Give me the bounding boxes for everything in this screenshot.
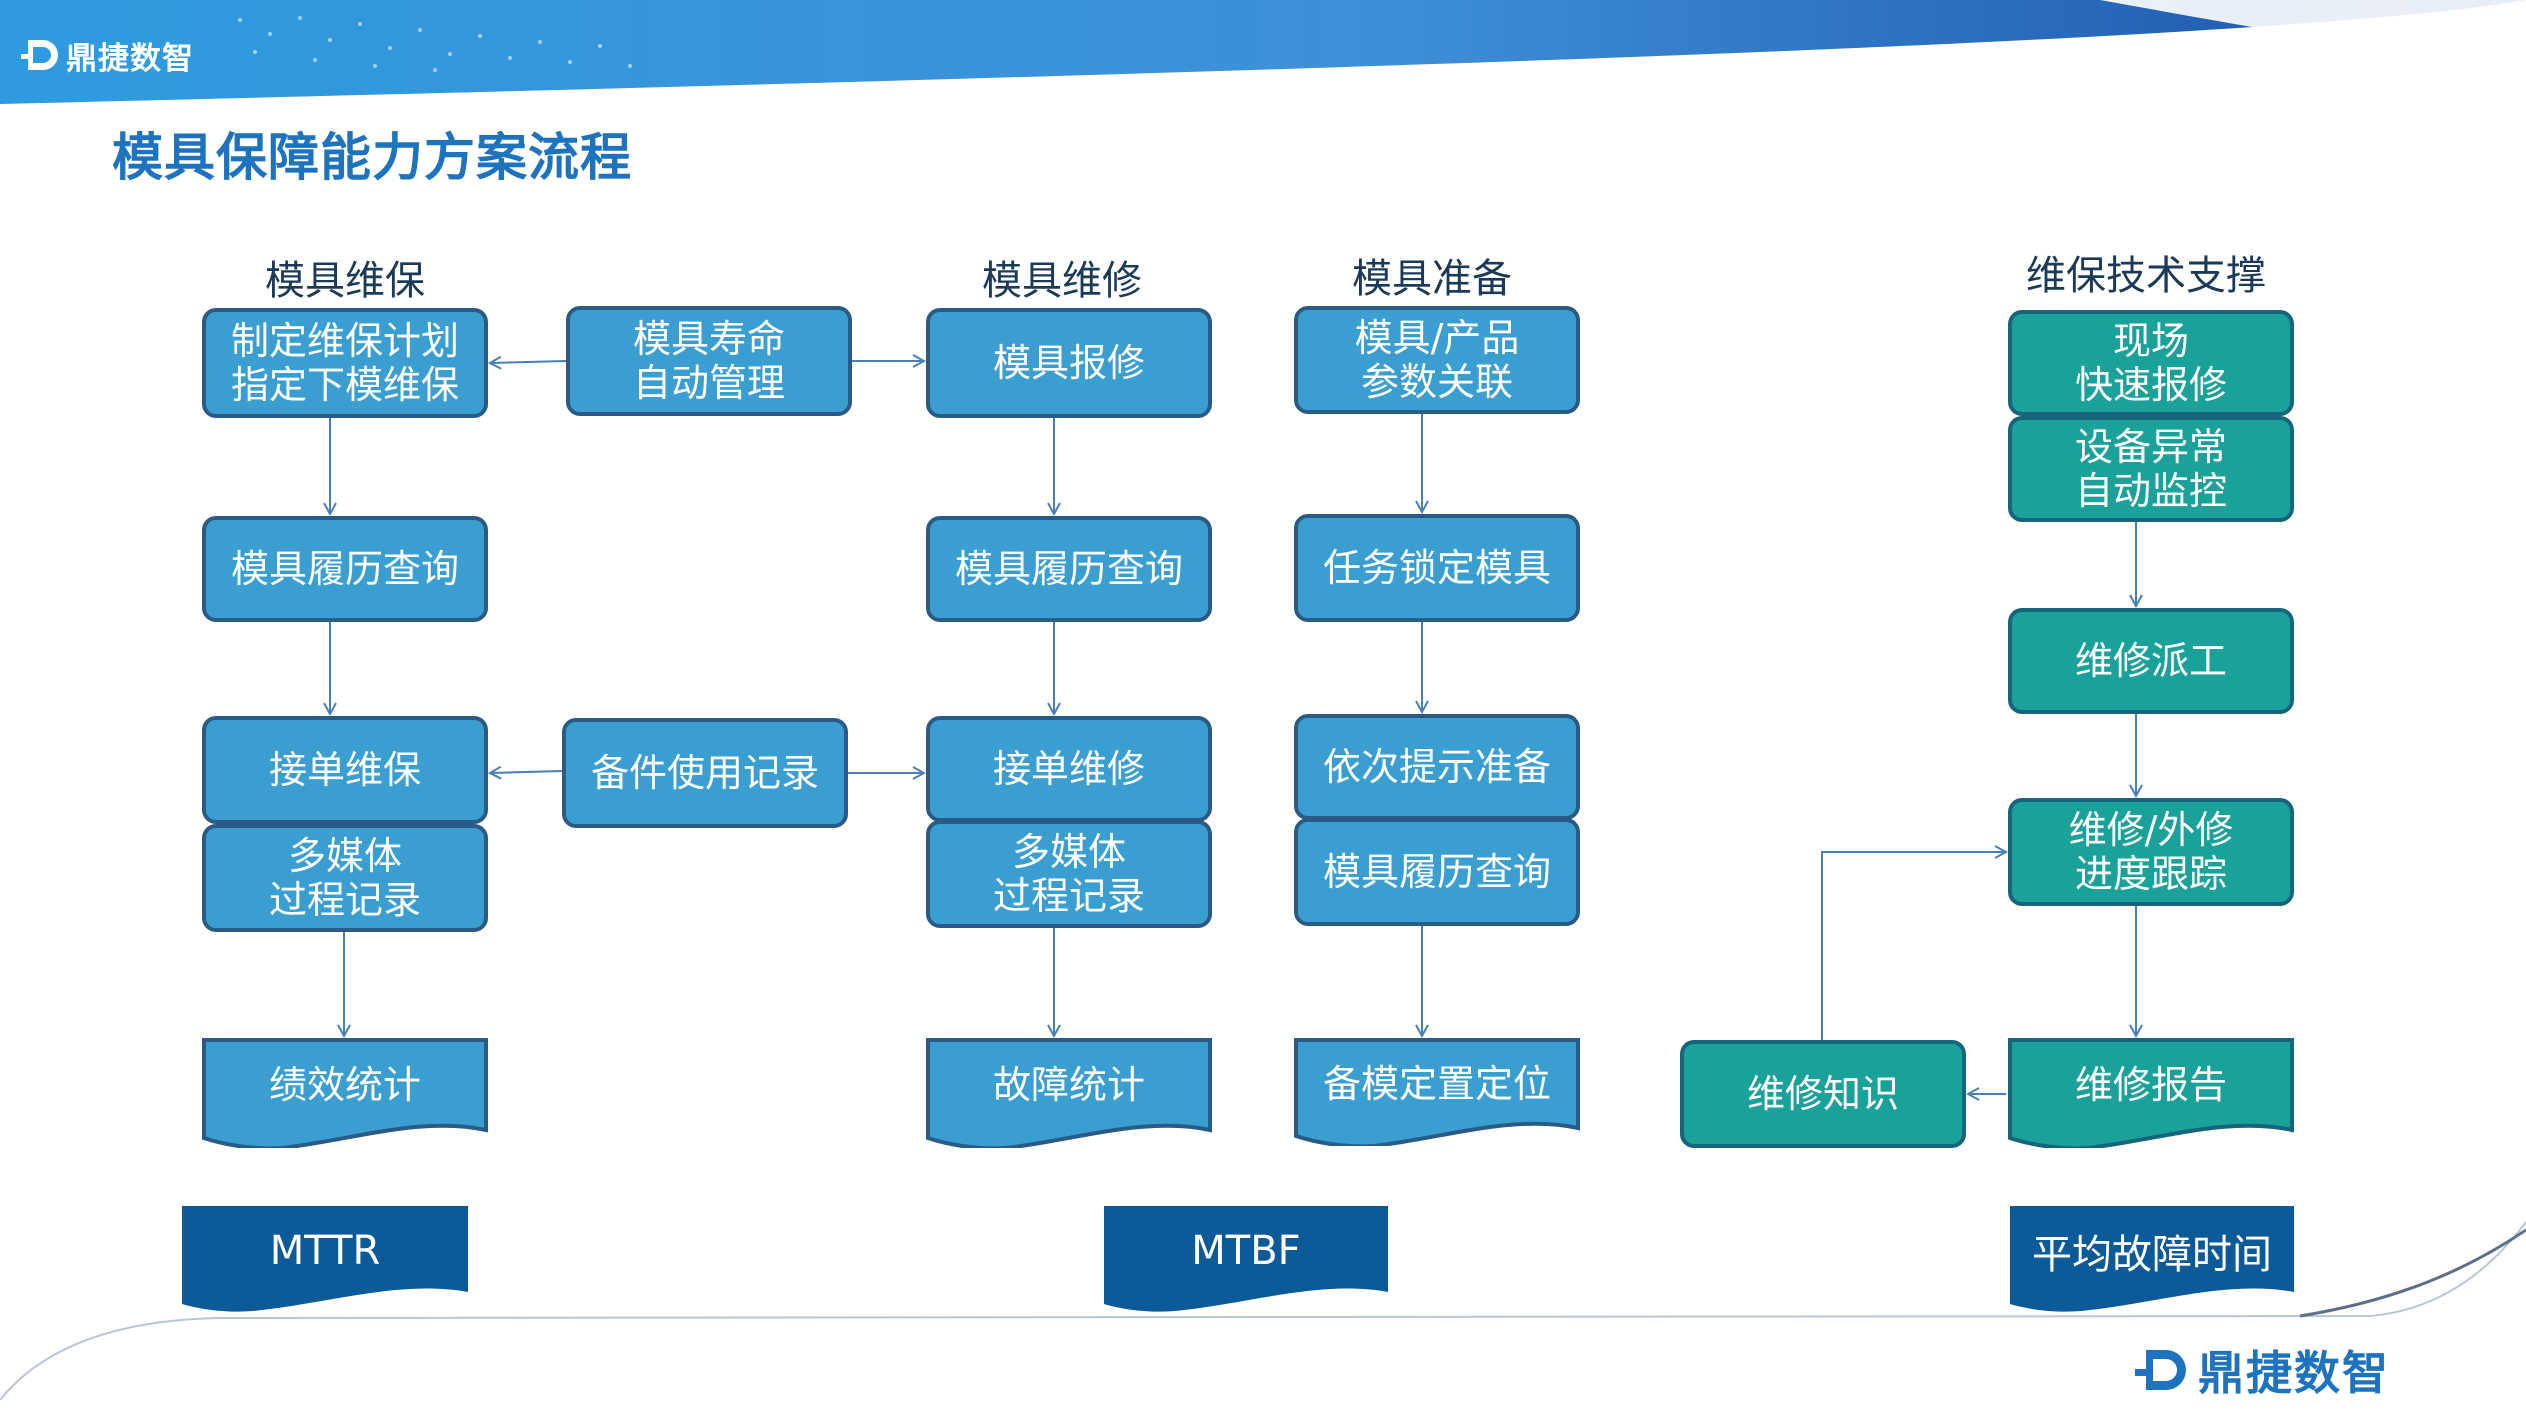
life-management-box[interactable]: 模具寿命 自动管理 — [566, 306, 852, 416]
history-query-box-maintenance[interactable]: 模具履历查询 — [202, 516, 488, 622]
footer-logo-text: 鼎捷数智 — [2198, 1346, 2390, 1400]
media-record-box-repair[interactable]: 多媒体 过程记录 — [926, 820, 1212, 928]
history-query-box-prep[interactable]: 模具履历查询 — [1294, 818, 1580, 926]
order-repair-box[interactable]: 接单维修 — [926, 716, 1212, 822]
column-title-prep: 模具准备 — [1352, 256, 1512, 302]
repair-report-label: 维修报告 — [2074, 1063, 2227, 1107]
spare-usage-box[interactable]: 备件使用记录 — [562, 718, 848, 828]
metric-mean-fault-time-label: 平均故障时间 — [2032, 1232, 2272, 1278]
task-lock-box[interactable]: 任务锁定模具 — [1294, 514, 1580, 622]
column-title-maintenance: 模具维保 — [265, 258, 425, 304]
performance-stats-box[interactable]: 绩效统计 — [202, 1038, 488, 1148]
onsite-report-box[interactable]: 现场 快速报修 — [2008, 310, 2294, 416]
metric-mttr-label: MTTR — [269, 1228, 381, 1274]
column-title-support: 维保技术支撑 — [2026, 253, 2266, 299]
header-logo-text: 鼎捷数智 — [66, 40, 194, 77]
media-record-box-maintenance[interactable]: 多媒体 过程记录 — [202, 824, 488, 932]
metric-mean-fault-time: 平均故障时间 — [2010, 1206, 2294, 1312]
performance-stats-label: 绩效统计 — [268, 1063, 421, 1107]
dispatch-box[interactable]: 维修派工 — [2008, 608, 2294, 714]
progress-track-box[interactable]: 维修/外修 进度跟踪 — [2008, 798, 2294, 906]
metric-mtbf-label: MTBF — [1191, 1228, 1301, 1274]
fault-stats-box[interactable]: 故障统计 — [926, 1038, 1212, 1148]
plan-box[interactable]: 制定维保计划 指定下模维保 — [202, 308, 488, 418]
spare-locate-label: 备模定置定位 — [1322, 1062, 1551, 1106]
page-title: 模具保障能力方案流程 — [112, 129, 633, 188]
repair-report-box[interactable]: 维修报告 — [2008, 1038, 2294, 1148]
logo-icon — [21, 40, 58, 70]
prompt-prep-box[interactable]: 依次提示准备 — [1294, 714, 1580, 820]
column-title-repair: 模具维修 — [982, 258, 1142, 304]
metric-mtbf: MTBF — [1104, 1206, 1388, 1312]
footer-logo-icon — [2135, 1350, 2186, 1390]
params-link-box[interactable]: 模具/产品 参数关联 — [1294, 306, 1580, 414]
fault-stats-label: 故障统计 — [992, 1063, 1145, 1107]
spare-locate-box[interactable]: 备模定置定位 — [1294, 1038, 1580, 1146]
header-banner — [0, 0, 2526, 104]
footer-logo: 鼎捷数智 — [2135, 1338, 2390, 1402]
auto-monitor-box[interactable]: 设备异常 自动监控 — [2008, 416, 2294, 522]
report-repair-box[interactable]: 模具报修 — [926, 308, 1212, 418]
repair-knowledge-box[interactable]: 维修知识 — [1680, 1040, 1966, 1148]
order-maintenance-box[interactable]: 接单维保 — [202, 716, 488, 824]
history-query-box-repair[interactable]: 模具履历查询 — [926, 516, 1212, 622]
metric-mttr: MTTR — [182, 1206, 468, 1312]
header-logo: 鼎捷数智 — [21, 30, 194, 80]
